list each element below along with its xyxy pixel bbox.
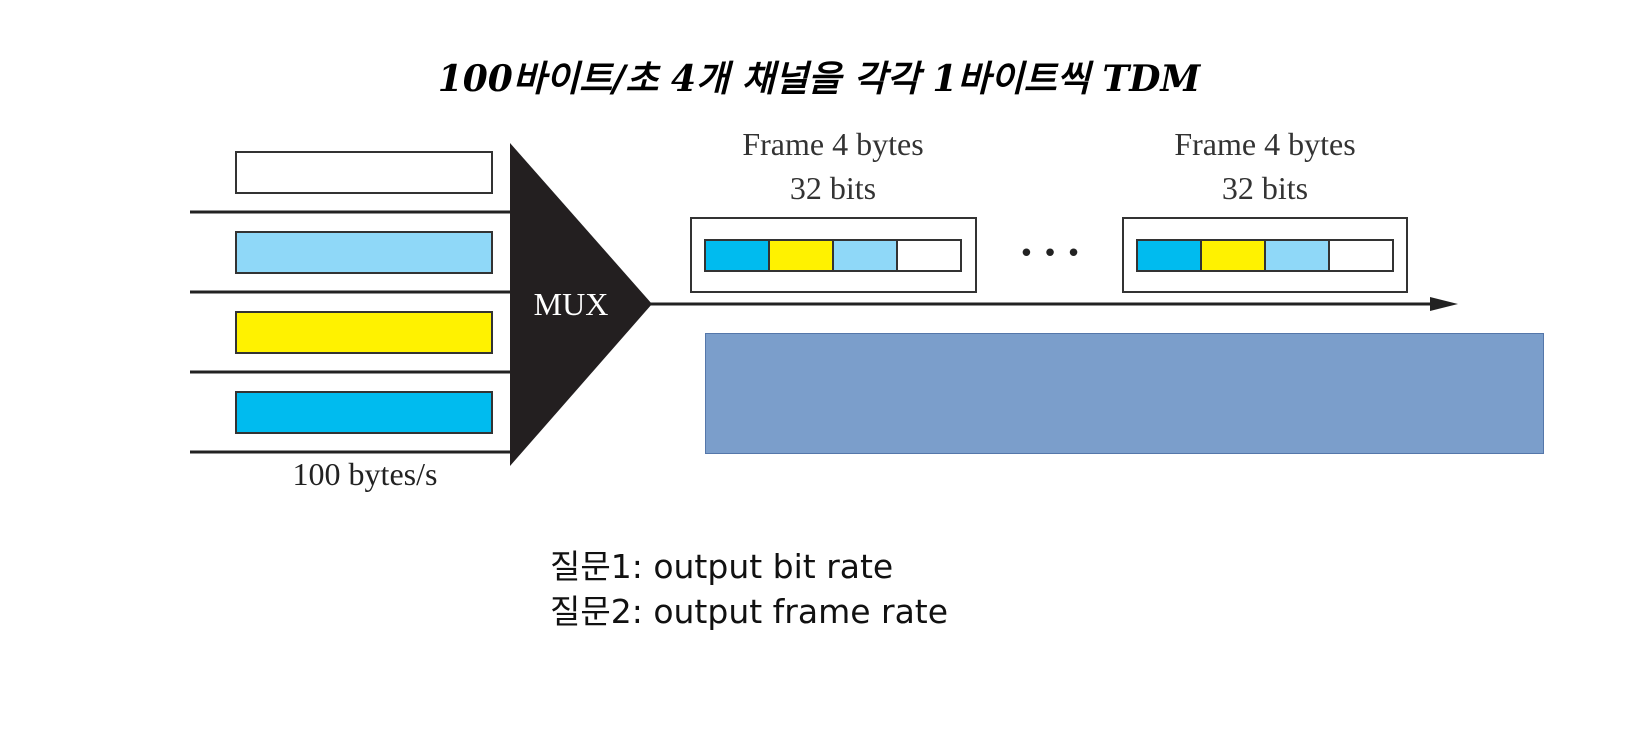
frame-1-label-line2: 32 bits — [790, 170, 876, 206]
output-arrowhead — [1430, 297, 1458, 311]
input-rate-label: 100 bytes/s — [293, 456, 438, 492]
frame-2-slot-2 — [1200, 239, 1266, 272]
frame-1-slot-3 — [832, 239, 898, 272]
question-2: 질문2: output frame rate — [550, 592, 949, 631]
frame-1-slot-4 — [896, 239, 962, 272]
frame-2-slot-4 — [1328, 239, 1394, 272]
frame-2-label-line1: Frame 4 bytes — [1174, 126, 1355, 162]
slide-title: 100바이트/초 4개 채널을 각각 1바이트씩 TDM — [437, 58, 1201, 100]
channel-block-4 — [235, 391, 493, 434]
channel-block-1 — [235, 151, 493, 194]
channel-block-3 — [235, 311, 493, 354]
question-1: 질문1: output bit rate — [550, 547, 894, 586]
frame-2-slot-3 — [1264, 239, 1330, 272]
frame-2-slot-1 — [1136, 239, 1202, 272]
frame-2-label-line2: 32 bits — [1222, 170, 1308, 206]
mux-label: MUX — [534, 286, 609, 322]
ellipsis: • • • — [1019, 239, 1082, 269]
answer-cover-panel — [705, 333, 1544, 454]
frame-1-slot-1 — [704, 239, 770, 272]
frame-1-slot-2 — [768, 239, 834, 272]
channel-block-2 — [235, 231, 493, 274]
mux-shape — [510, 143, 652, 466]
frame-1-label-line1: Frame 4 bytes — [742, 126, 923, 162]
